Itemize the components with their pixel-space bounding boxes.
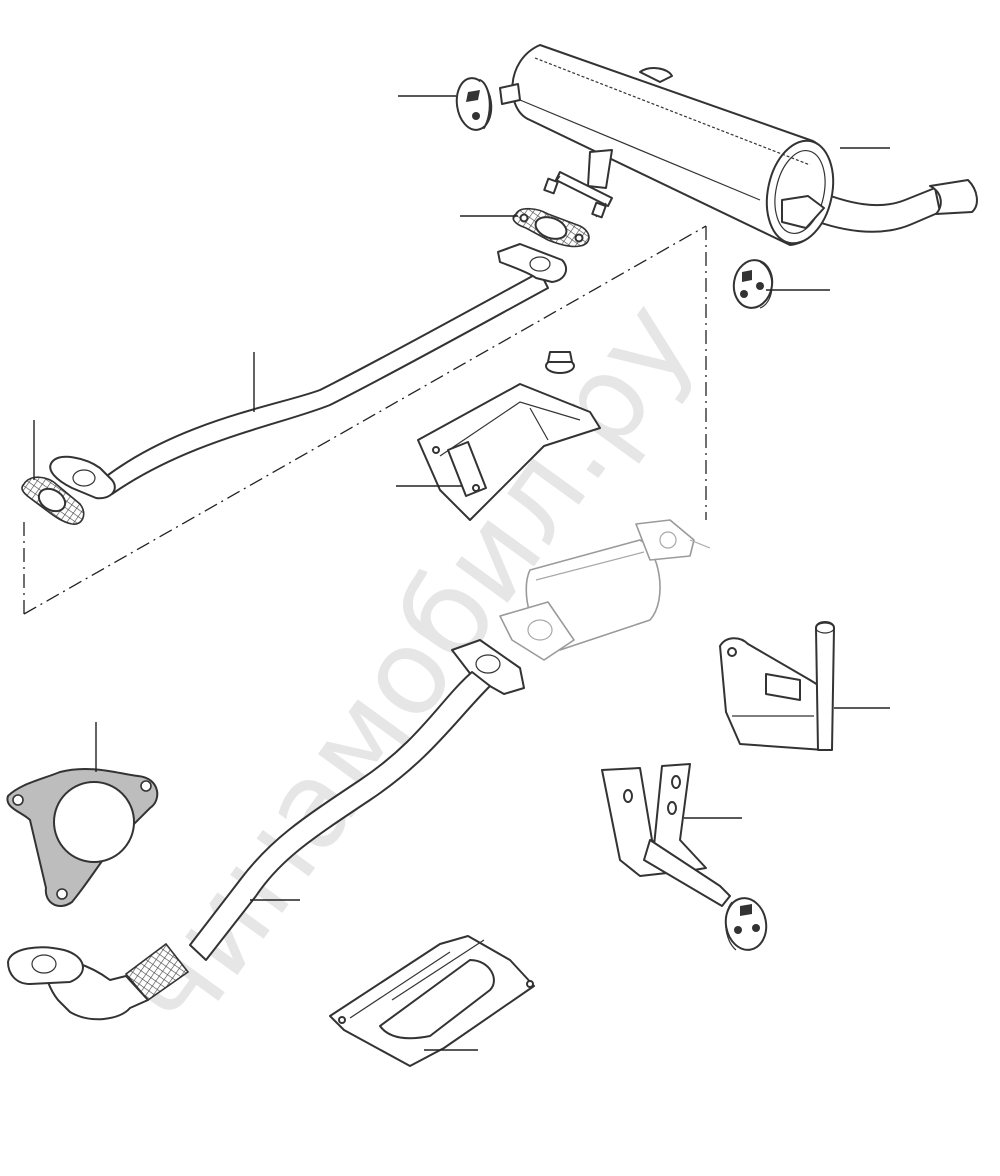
muffler-gasket: [512, 207, 590, 248]
heat-shield-lower: [329, 935, 535, 1067]
manifold-gasket: [6, 768, 159, 907]
muffler-clamp: [543, 149, 613, 219]
rubber-hanger-bracket: [724, 897, 768, 951]
front-pipe: [7, 639, 525, 1021]
hanger-bracket-right: [719, 621, 835, 751]
nut: [545, 351, 575, 374]
catalytic-converter: [499, 519, 711, 661]
leader-lines: [33, 95, 890, 1051]
front-gasket: [21, 476, 85, 525]
muffler: [499, 44, 978, 246]
assembly-boundary: [23, 225, 707, 615]
middle-pipe: [49, 243, 568, 500]
rubber-hanger-upper: [455, 77, 493, 131]
heat-shield-upper: [417, 383, 601, 521]
hanger-bracket-lower: [601, 763, 731, 907]
rubber-hanger-right: [732, 259, 774, 309]
